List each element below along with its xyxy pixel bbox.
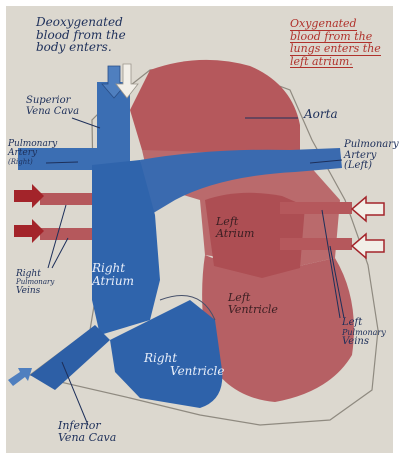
oxy-note-line-1: Oxygenated: [290, 18, 357, 31]
lpv-label-line-3: Veins: [342, 337, 386, 348]
deoxy-note-line-1: Deoxygenated: [36, 16, 126, 29]
right-pulmonary-vein-lower: [40, 228, 98, 240]
left-pulmonary-veins-label: Left Pulmonary Veins: [342, 318, 386, 347]
la-label-line-1: Left: [216, 216, 254, 228]
lv-label-line-2: Ventricle: [228, 304, 278, 316]
ra-label-line-1: Right: [92, 262, 134, 275]
lpv-label-line-1: Left: [342, 318, 386, 329]
left-atrium-label: Left Atrium: [216, 216, 254, 239]
svc-label-line-2: Vena Cava: [26, 107, 79, 118]
rv-label-line-2: Ventricle: [144, 365, 224, 378]
right-ventricle-label: Right Ventricle: [144, 352, 224, 377]
deoxygenated-note: Deoxygenated blood from the body enters.: [36, 16, 126, 54]
oxygenated-note: Oxygenated blood from the lungs enters t…: [290, 18, 381, 68]
pa-right-line-3: (Right): [8, 159, 57, 166]
right-pulmonary-vein-upper: [40, 193, 98, 205]
pa-left-line-1: Pulmonary: [344, 140, 399, 151]
right-atrium-label: Right Atrium: [92, 262, 134, 287]
rv-label-line-1: Right: [144, 352, 224, 365]
ra-label-line-2: Atrium: [92, 275, 134, 288]
ivc-label-line-2: Vena Cava: [58, 432, 116, 444]
rpv-label-line-3: Veins: [16, 287, 54, 296]
lv-label-line-1: Left: [228, 292, 278, 304]
pulmonary-artery-left-label: Pulmonary Artery (Left): [344, 140, 399, 172]
right-pulmonary-veins-label: Right Pulmonary Veins: [16, 270, 54, 296]
aorta-label: Aorta: [304, 108, 338, 121]
inferior-vena-cava-label: Inferior Vena Cava: [58, 420, 116, 443]
svc-label-line-1: Superior: [26, 96, 79, 107]
la-label-line-2: Atrium: [216, 228, 254, 240]
ivc-label-line-1: Inferior: [58, 420, 116, 432]
left-ventricle-label: Left Ventricle: [228, 292, 278, 315]
left-pulmonary-vein-lower: [280, 238, 352, 250]
pa-left-line-3: (Left): [344, 161, 399, 172]
oxy-note-line-4: left atrium.: [290, 56, 353, 69]
left-pulmonary-vein-upper: [280, 202, 352, 214]
superior-vena-cava-label: Superior Vena Cava: [26, 96, 79, 117]
oxy-note-line-3: lungs enters the: [290, 43, 381, 56]
pulmonary-artery-right-label: Pulmonary Artery (Right): [8, 140, 57, 166]
deoxy-note-line-3: body enters.: [36, 41, 126, 54]
